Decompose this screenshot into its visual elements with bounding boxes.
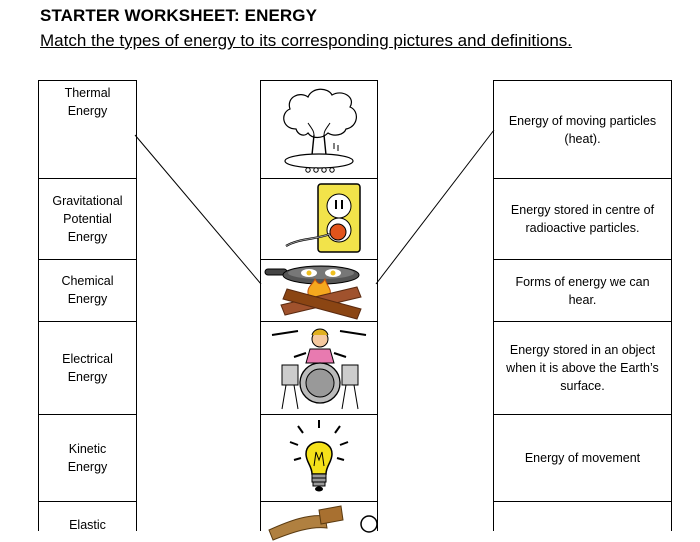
energy-type-cell: Thermal Energy xyxy=(39,81,136,179)
definition-text: Energy of moving particles (heat). xyxy=(508,113,657,146)
energy-type-label: Elastic xyxy=(69,518,106,532)
energy-type-cell: Electrical Energy xyxy=(39,322,136,415)
definition-cell: Energy stored in centre of radioactive p… xyxy=(494,179,671,260)
picture-cell xyxy=(261,179,377,260)
pictures-column xyxy=(260,80,378,541)
worksheet-instruction: Match the types of energy to its corresp… xyxy=(40,31,573,50)
definition-text: Forms of energy we can hear. xyxy=(515,274,650,307)
energy-type-label: Kinetic Energy xyxy=(67,442,108,474)
energy-type-label: Thermal Energy xyxy=(64,86,111,118)
slingshot-icon xyxy=(268,505,377,541)
definition-cell: Forms of energy we can hear. xyxy=(494,260,671,322)
picture-cell xyxy=(261,415,377,502)
light-bulb-icon xyxy=(289,420,349,492)
definition-text: Energy stored in an object when it is ab… xyxy=(506,343,659,393)
definition-cell: Energy stored in an object when it is ab… xyxy=(494,322,671,415)
match-line-pan-to-heat xyxy=(375,129,495,285)
definition-text: Energy stored in centre of radioactive p… xyxy=(510,203,655,235)
energy-types-column: Thermal Energy Gravitational Potential E… xyxy=(38,80,137,532)
picture-cell xyxy=(261,502,377,542)
drummer-icon xyxy=(271,328,367,410)
picture-cell xyxy=(261,81,377,179)
picture-cell xyxy=(261,322,377,415)
definition-cell: Energy of movement xyxy=(494,415,671,502)
energy-type-cell: Elastic xyxy=(39,502,136,542)
definition-cell: Energy of moving particles (heat). xyxy=(494,81,671,179)
picture-cell xyxy=(261,260,377,322)
match-line-thermal-to-pan xyxy=(134,134,262,285)
definition-cell xyxy=(494,502,671,542)
energy-type-label: Electrical Energy xyxy=(62,352,113,384)
energy-type-cell: Chemical Energy xyxy=(39,260,136,322)
energy-type-cell: Gravitational Potential Energy xyxy=(39,179,136,260)
frying-pan-fire-icon xyxy=(264,265,362,320)
energy-type-label: Gravitational Potential Energy xyxy=(52,194,123,244)
energy-type-label: Chemical Energy xyxy=(61,274,114,306)
plug-socket-icon xyxy=(285,183,361,253)
energy-type-cell: Kinetic Energy xyxy=(39,415,136,502)
definition-text: Energy of movement xyxy=(524,451,641,465)
tree-icon xyxy=(283,88,357,173)
worksheet-title: STARTER WORKSHEET: ENERGY xyxy=(40,6,318,25)
definitions-column: Energy of moving particles (heat). Energ… xyxy=(493,80,672,531)
